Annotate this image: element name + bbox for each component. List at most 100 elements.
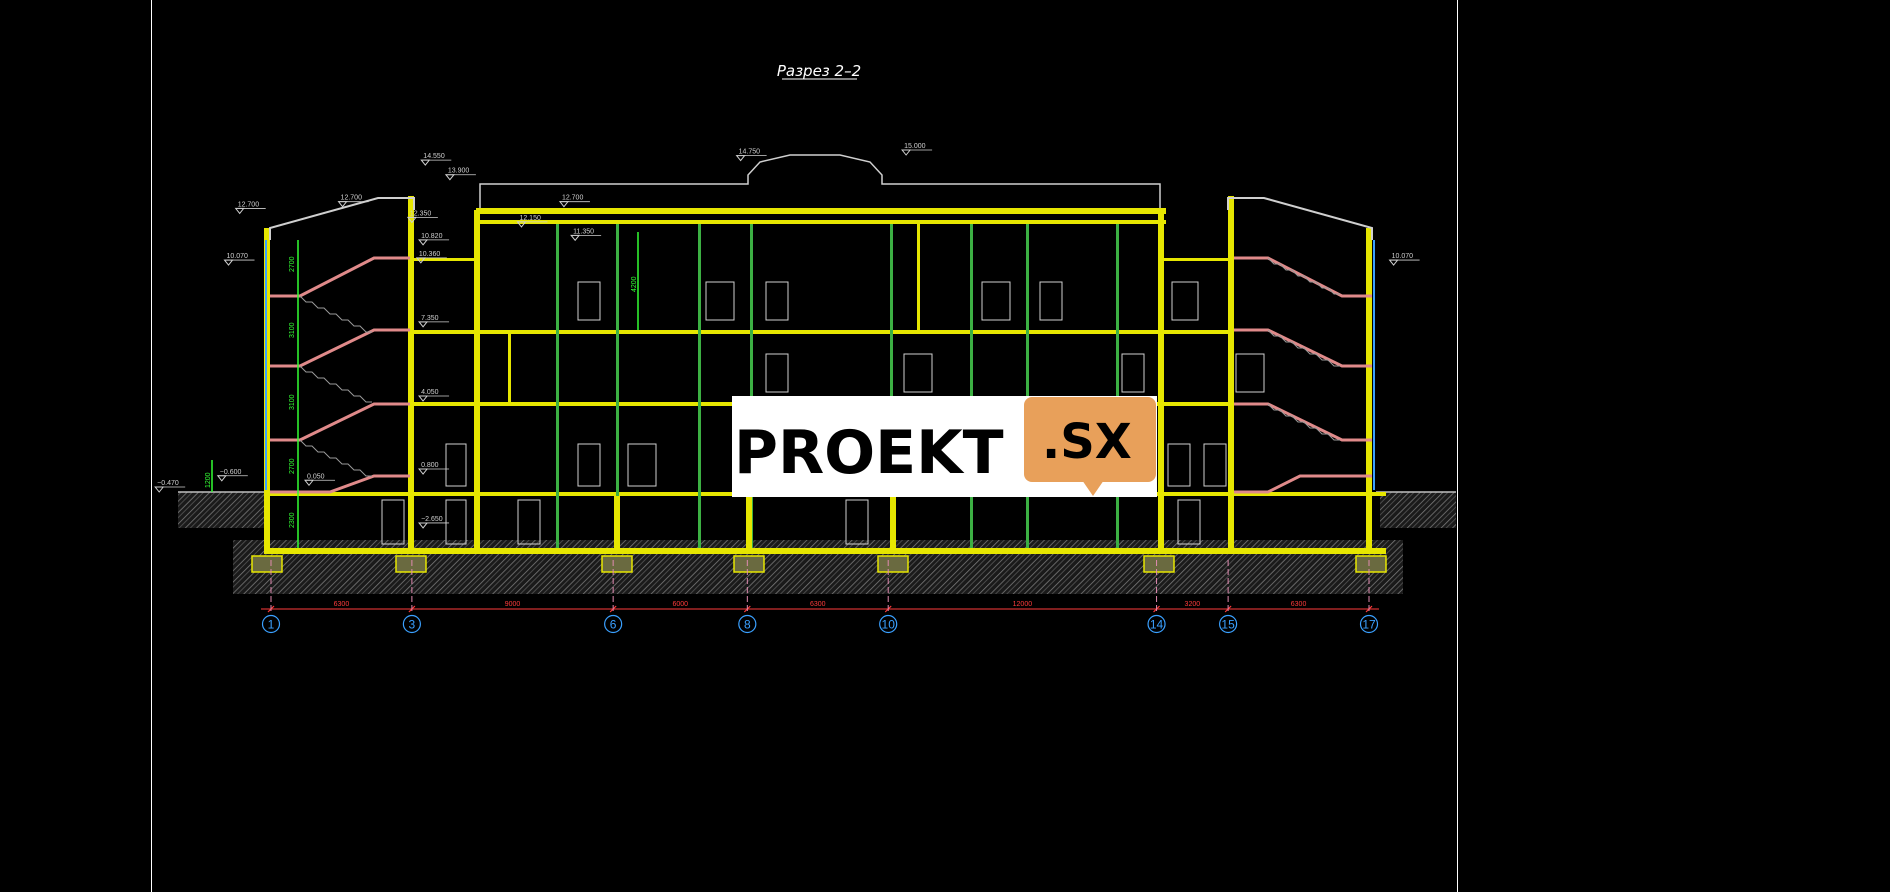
section-title: Разрез 2–2 [777,62,861,80]
stair-steps [1267,257,1340,295]
stair-right [1234,256,1372,494]
span-dimension-label: 3200 [1185,601,1201,608]
elevation-label: 7.350 [421,315,439,322]
elevation-label: 14.550 [423,153,445,160]
door [445,499,467,545]
roof-slab-main [476,208,1166,214]
foundation-footing [601,555,633,573]
grid-axis: 14 [1147,560,1166,634]
span-dimension-label: 12000 [1013,601,1033,608]
elevation-label: 0.050 [307,473,325,480]
stair-steps [1267,403,1340,441]
floor-height-chain: 2300 2700 3100 3100 2700 4200 1200 [205,232,639,548]
door [577,281,601,321]
column [890,496,896,548]
floor-height-label: 1200 [205,472,212,488]
partition [1026,224,1029,548]
elevation-triangle [418,321,429,328]
stair-flight [1234,256,1372,298]
floor-slabs [266,220,1386,554]
elevation-triangle [303,479,315,487]
partition [616,334,619,402]
axis-label: 3 [409,618,416,632]
elevation-label: −0.470 [157,480,179,487]
parapet-main [479,154,1161,210]
wall-axis-14 [1158,210,1164,554]
elevation-mark: −2.650 [418,516,450,529]
logo-badge-tail [1082,480,1104,496]
axis-bubble [604,614,623,634]
logo-text: PROEKT [734,418,1004,488]
axis-label: 6 [610,618,617,632]
columns [508,224,920,548]
axis-label: 8 [744,618,751,632]
ground-right-strip [1380,492,1456,528]
elevation-triangle [418,239,429,246]
elevation-mark: 4.050 [418,389,450,402]
grid-axis: 1 [261,560,281,634]
door [1203,443,1227,487]
elevation-label: 10.820 [421,233,443,240]
partition [750,224,753,548]
stair-flight [1234,474,1372,494]
elevation-mark: 14.750 [735,149,767,162]
grid-axis: 17 [1359,560,1379,634]
stair-left [270,256,410,494]
axis-bubble [261,614,281,634]
elevation-mark: 12.350 [406,210,438,224]
foundation-footing [1143,555,1175,573]
axis-bubble [1219,614,1238,634]
foundation-footing [251,555,283,573]
stair-flight [1234,402,1372,442]
elevation-triangle [418,468,429,475]
door [627,443,657,487]
elevation-mark: −0.600 [216,469,248,482]
elevation-triangle [901,149,912,156]
ground [178,491,1456,594]
elevation-mark: 12.150 [516,215,548,228]
elevation-triangle [223,259,234,266]
column [614,496,620,548]
foundations [251,555,1387,573]
wall-axis-3 [408,196,414,554]
stair-flight [270,474,410,494]
bearing-walls [264,196,1372,554]
elevation-label: 11.350 [573,228,594,235]
slab-level-4 [476,220,1166,224]
slab-wing-left-3 [410,258,480,261]
door [577,443,601,487]
door [765,281,789,321]
floor-height-label: 3100 [289,394,296,410]
slab-base [266,548,1386,554]
elevation-mark: −0.470 [154,480,186,493]
foundation-footing [877,555,909,573]
stair-steps [1267,329,1340,367]
door [1121,353,1145,393]
door [1167,443,1191,487]
column [746,496,752,548]
elevation-label: 14.750 [739,149,761,156]
elevation-label: 12.350 [410,210,432,217]
elevation-mark: 10.070 [223,253,255,266]
span-dimension-label: 9000 [505,601,521,608]
partition [970,224,973,548]
door [381,499,405,545]
foundation-footing [733,555,765,573]
elevation-mark: 12.700 [558,195,590,208]
grid-axis: 3 [402,560,421,634]
ground-left-strip [178,492,264,528]
elevation-triangle [216,475,227,482]
grid-axis: 10 [879,560,898,634]
span-dimension-label: 6000 [672,601,688,608]
door [705,281,735,321]
elevation-triangle [558,201,569,208]
foundation-footing [395,555,427,573]
stair-steps [299,365,372,403]
axis-label: 10 [882,618,896,632]
door [1039,281,1063,321]
elevation-label: 13.900 [448,168,470,175]
floor-height-label: 2700 [289,256,296,272]
